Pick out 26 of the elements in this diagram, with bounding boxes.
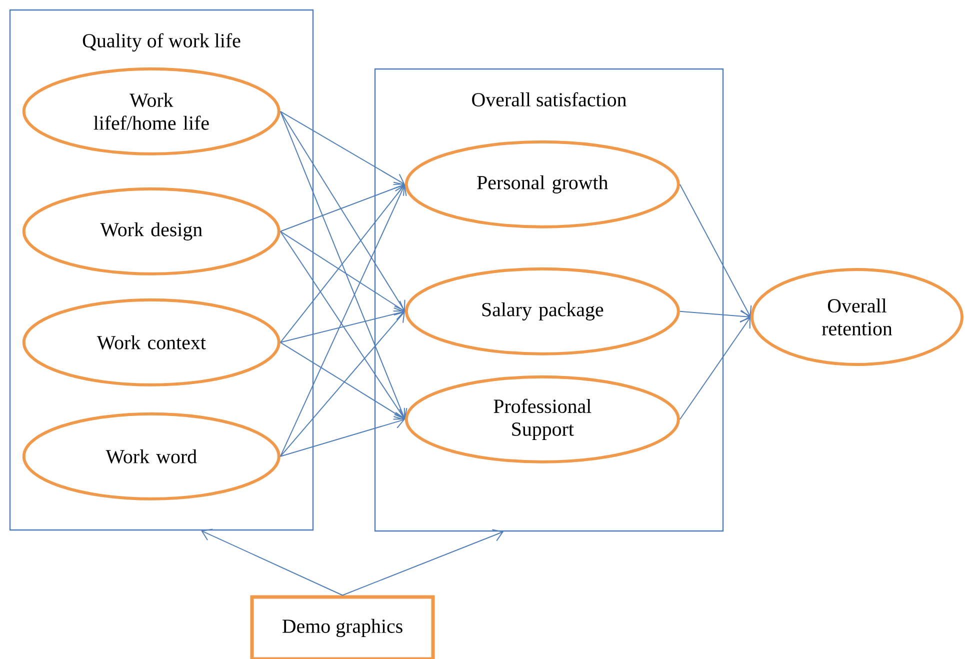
- arrow: [280, 307, 405, 343]
- ellipse-node: Salary package: [404, 267, 680, 356]
- box-node: Demo graphics: [250, 595, 435, 659]
- arrow: [280, 342, 405, 420]
- arrow: [280, 110, 405, 186]
- arrow: [280, 230, 405, 312]
- arrow: [201, 528, 343, 596]
- arrow: [280, 182, 405, 232]
- arrow: [280, 230, 405, 420]
- ellipse-node: Personal growth: [404, 140, 680, 228]
- ellipse-node: Work context: [22, 298, 280, 386]
- ellipse-node: Work lifef/home life: [22, 67, 280, 156]
- arrow: [679, 184, 752, 317]
- arrow: [280, 416, 405, 457]
- ellipse-node: Work design: [22, 187, 280, 276]
- ellipse-node: Work word: [22, 412, 280, 500]
- arrow: [280, 110, 406, 312]
- arrow: [280, 184, 407, 457]
- ellipse-node: Professional Support: [404, 375, 680, 464]
- arrow: [280, 184, 405, 343]
- ellipse-node: Overall retention: [750, 268, 964, 366]
- arrow: [342, 529, 504, 596]
- arrow: [280, 110, 408, 420]
- arrow: [280, 311, 405, 457]
- arrow: [679, 310, 750, 323]
- arrow: [679, 317, 751, 420]
